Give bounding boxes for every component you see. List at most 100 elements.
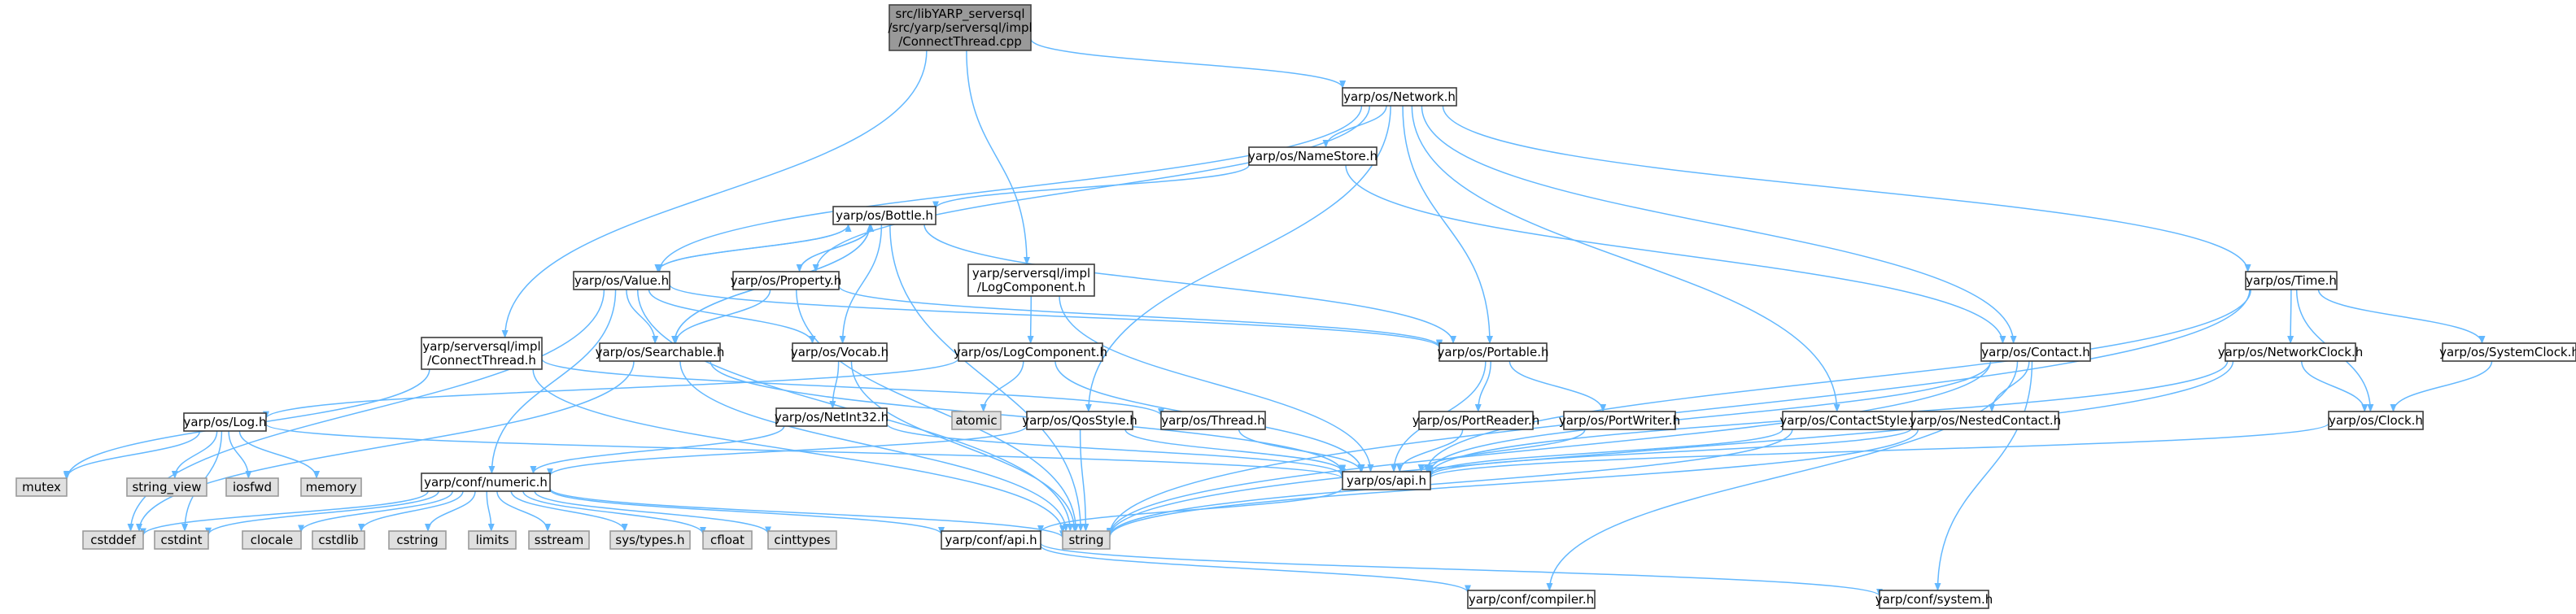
node-label-contact: yarp/os/Contact.h xyxy=(1981,345,2090,359)
node-label-namestore: yarp/os/NameStore.h xyxy=(1248,149,1378,163)
node-cstddef[interactable]: cstddef xyxy=(82,530,144,550)
node-netint32[interactable]: yarp/os/NetInt32.h xyxy=(775,407,889,427)
node-atomic[interactable]: atomic xyxy=(951,411,1002,430)
node-cfloat[interactable]: cfloat xyxy=(702,530,753,550)
edge-nestedcontact-to-string xyxy=(1107,429,1919,538)
node-label-connectthread_h: yarp/serversql/impl xyxy=(422,339,540,354)
node-portwriter[interactable]: yarp/os/PortWriter.h xyxy=(1559,411,1680,430)
node-box-log xyxy=(183,412,267,432)
node-box-root xyxy=(889,4,1032,51)
node-label-cstdint: cstdint xyxy=(160,533,202,547)
node-memory[interactable]: memory xyxy=(300,477,362,497)
edge-numeric-to-sstream xyxy=(496,490,552,532)
node-os_logcomponent[interactable]: yarp/os/LogComponent.h xyxy=(954,342,1107,362)
node-box-string_view xyxy=(126,477,207,497)
node-numeric[interactable]: yarp/conf/numeric.h xyxy=(421,472,551,492)
node-cstdint[interactable]: cstdint xyxy=(154,530,209,550)
edge-logcomponent_h-to-os_logcomponent xyxy=(1027,295,1034,344)
edge-namestore-to-bottle xyxy=(932,164,1250,210)
edge-contact-to-compiler xyxy=(1546,360,2019,591)
edge-bottle-to-vocab xyxy=(839,224,883,344)
node-label-root: src/libYARP_serversql xyxy=(895,7,1024,22)
node-label-numeric: yarp/conf/numeric.h xyxy=(424,475,548,490)
node-value[interactable]: yarp/os/Value.h xyxy=(573,271,670,290)
node-root[interactable]: src/libYARP_serversql/src/yarp/serversql… xyxy=(888,4,1033,51)
edge-networkclock-to-string xyxy=(1107,360,2234,538)
node-networkclock[interactable]: yarp/os/NetworkClock.h xyxy=(2218,342,2364,362)
node-label-string_view: string_view xyxy=(132,480,201,495)
node-box-cstddef xyxy=(82,530,144,550)
node-network[interactable]: yarp/os/Network.h xyxy=(1342,87,1457,107)
node-box-string xyxy=(1062,530,1111,550)
node-portable[interactable]: yarp/os/Portable.h xyxy=(1438,342,1549,362)
node-limits[interactable]: limits xyxy=(468,530,517,550)
node-box-numeric xyxy=(421,472,551,492)
node-box-os_logcomponent xyxy=(958,342,1103,362)
node-box-value xyxy=(573,271,670,290)
node-box-clocale xyxy=(242,530,302,550)
node-connectthread_h[interactable]: yarp/serversql/impl/ConnectThread.h xyxy=(421,337,543,370)
edge-network-to-value xyxy=(656,105,1363,272)
node-systypes[interactable]: sys/types.h xyxy=(609,530,691,550)
node-label-iosfwd: iosfwd xyxy=(233,480,272,494)
edge-clock-to-os_api xyxy=(1427,422,2329,479)
edge-numeric-to-cstddef xyxy=(140,490,429,537)
node-time[interactable]: yarp/os/Time.h xyxy=(2245,271,2338,290)
node-qosstyle[interactable]: yarp/os/QosStyle.h xyxy=(1022,411,1137,430)
node-conf_api[interactable]: yarp/conf/api.h xyxy=(941,530,1041,550)
edge-value-to-portable xyxy=(669,284,1443,349)
node-searchable[interactable]: yarp/os/Searchable.h xyxy=(596,342,725,362)
edge-qosstyle-to-os_api xyxy=(1124,429,1346,473)
node-logcomponent_h[interactable]: yarp/serversql/impl/LogComponent.h xyxy=(967,263,1095,297)
node-contact[interactable]: yarp/os/Contact.h xyxy=(1980,342,2091,362)
node-label-sstream: sstream xyxy=(535,533,583,547)
node-box-searchable xyxy=(599,342,721,362)
node-cstring[interactable]: cstring xyxy=(388,530,447,550)
edge-numeric-to-limits xyxy=(486,490,495,532)
node-string[interactable]: string xyxy=(1062,530,1111,550)
node-cinttypes[interactable]: cinttypes xyxy=(767,530,837,550)
edge-thread-to-os_api xyxy=(1238,429,1364,472)
node-property[interactable]: yarp/os/Property.h xyxy=(731,271,841,290)
node-label-root: /ConnectThread.cpp xyxy=(898,34,1022,49)
edge-time-to-systemclock xyxy=(2317,289,2486,344)
edge-netint32-to-numeric xyxy=(530,425,785,474)
node-compiler[interactable]: yarp/conf/compiler.h xyxy=(1467,590,1596,609)
node-string_view[interactable]: string_view xyxy=(126,477,207,497)
node-mutex[interactable]: mutex xyxy=(15,477,68,497)
node-log[interactable]: yarp/os/Log.h xyxy=(183,412,267,432)
edge-contact-to-nestedcontact xyxy=(1989,360,2030,412)
node-bottle[interactable]: yarp/os/Bottle.h xyxy=(832,206,937,225)
node-label-netint32: yarp/os/NetInt32.h xyxy=(775,410,889,425)
edge-numeric-to-string xyxy=(549,487,1066,539)
node-label-log: yarp/os/Log.h xyxy=(184,415,267,429)
node-label-string: string xyxy=(1068,533,1103,547)
node-thread[interactable]: yarp/os/Thread.h xyxy=(1160,411,1266,430)
node-os_api[interactable]: yarp/os/api.h xyxy=(1342,471,1431,490)
node-portreader[interactable]: yarp/os/PortReader.h xyxy=(1412,411,1540,430)
edge-bottle-to-string xyxy=(889,224,1085,532)
node-clocale[interactable]: clocale xyxy=(242,530,302,550)
node-clock[interactable]: yarp/os/Clock.h xyxy=(2328,411,2424,430)
node-iosfwd[interactable]: iosfwd xyxy=(225,477,279,497)
node-contactstyle[interactable]: yarp/os/ContactStyle.h xyxy=(1779,411,1919,430)
node-namestore[interactable]: yarp/os/NameStore.h xyxy=(1248,146,1378,166)
node-label-vocab: yarp/os/Vocab.h xyxy=(791,345,889,359)
node-label-cstddef: cstddef xyxy=(90,533,136,547)
node-box-time xyxy=(2245,271,2338,290)
node-box-limits xyxy=(468,530,517,550)
edge-log-to-string_view xyxy=(171,430,218,479)
node-sstream[interactable]: sstream xyxy=(528,530,590,550)
node-label-os_api: yarp/os/api.h xyxy=(1347,473,1426,488)
node-system[interactable]: yarp/conf/system.h xyxy=(1875,590,1993,609)
edge-bottle-to-portable xyxy=(923,224,1456,344)
node-systemclock[interactable]: yarp/os/SystemClock.h xyxy=(2439,342,2576,362)
node-nestedcontact[interactable]: yarp/os/NestedContact.h xyxy=(1910,411,2061,430)
edge-root-to-connectthread_h xyxy=(501,50,928,338)
node-label-qosstyle: yarp/os/QosStyle.h xyxy=(1022,413,1137,428)
node-cstdlib[interactable]: cstdlib xyxy=(312,530,365,550)
node-label-nestedcontact: yarp/os/NestedContact.h xyxy=(1910,413,2061,428)
node-box-contact xyxy=(1980,342,2091,362)
node-vocab[interactable]: yarp/os/Vocab.h xyxy=(791,342,889,362)
